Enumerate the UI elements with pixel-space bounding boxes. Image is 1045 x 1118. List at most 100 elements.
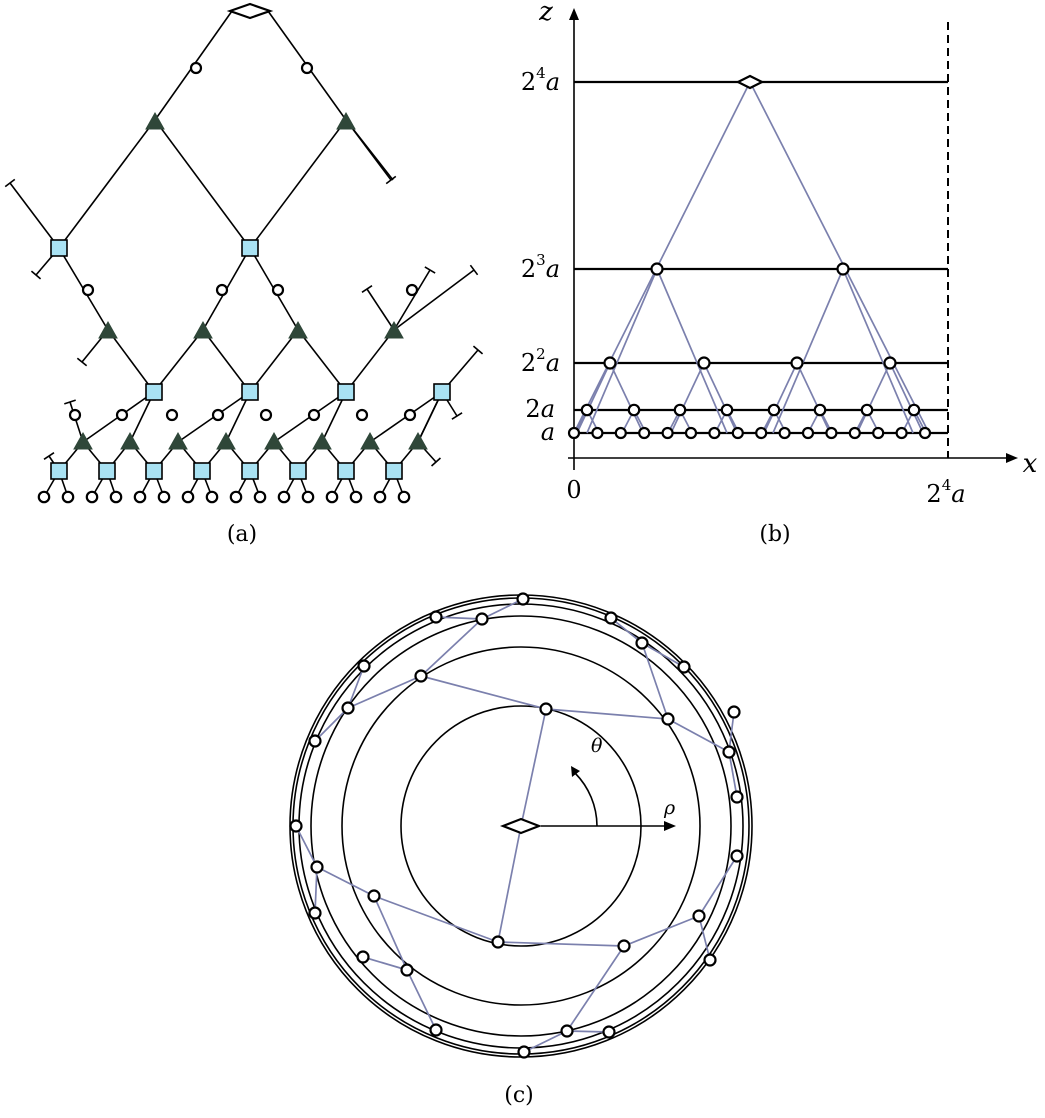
a-open-leg-cap bbox=[361, 285, 373, 293]
a-isometry bbox=[336, 111, 356, 130]
a-open-leg-cap bbox=[4, 178, 16, 188]
b-node-level-1 bbox=[860, 403, 874, 417]
b-node-level-3 bbox=[650, 262, 664, 276]
a-open-leg-cap bbox=[424, 266, 436, 274]
a-open-leg bbox=[366, 288, 395, 331]
level-var: a bbox=[546, 255, 560, 283]
rho-label: ρ bbox=[663, 797, 676, 819]
a-node bbox=[211, 408, 225, 422]
c-geodesic bbox=[347, 675, 422, 709]
b-node-level-2 bbox=[790, 356, 804, 370]
b-node-level-0 bbox=[778, 426, 791, 440]
c-node-ring-4 bbox=[289, 819, 303, 833]
c-node-ring-4 bbox=[517, 1045, 531, 1059]
c-node-ring-2 bbox=[661, 712, 675, 726]
a-node bbox=[115, 408, 129, 422]
level-var: a bbox=[546, 68, 560, 96]
a-node bbox=[165, 408, 179, 422]
c-node-ring-2 bbox=[367, 889, 381, 903]
b-node-level-0 bbox=[895, 426, 908, 440]
c-geodesic bbox=[728, 711, 735, 753]
c-geodesic bbox=[497, 941, 625, 947]
a-disentangler bbox=[289, 462, 307, 480]
geodesic bbox=[856, 362, 891, 434]
b-node-level-1 bbox=[907, 403, 921, 417]
a-isometry bbox=[145, 111, 165, 130]
level-exp: 3 bbox=[536, 251, 546, 269]
geodesic bbox=[703, 362, 738, 434]
a-open-leg-cap bbox=[451, 412, 463, 420]
c-node-ring-4 bbox=[308, 906, 322, 920]
c-geodesic bbox=[545, 708, 669, 720]
a-disentangler bbox=[50, 239, 68, 257]
axis-z-label: z bbox=[538, 0, 553, 27]
b-node-level-0 bbox=[661, 426, 674, 440]
a-disentangler bbox=[337, 383, 355, 401]
c-geodesic bbox=[623, 915, 700, 947]
b-node-level-0 bbox=[614, 426, 627, 440]
c-node-ring-4 bbox=[429, 1023, 443, 1037]
c-geodesic bbox=[420, 675, 547, 710]
c-node-ring-4 bbox=[677, 660, 691, 674]
a-open-leg-cap bbox=[469, 264, 479, 276]
c-geodesic bbox=[566, 945, 625, 1032]
c-geodesic bbox=[314, 866, 318, 914]
a-isometry bbox=[193, 320, 213, 339]
b-node-level-1 bbox=[673, 403, 687, 417]
a-isometry bbox=[384, 320, 404, 339]
a-leaf-node bbox=[253, 490, 267, 504]
b-node-level-0 bbox=[591, 426, 604, 440]
panel-b-caption: (b) bbox=[759, 522, 790, 547]
a-edge bbox=[297, 329, 347, 393]
a-leaf-node bbox=[373, 490, 387, 504]
b-top-tensor bbox=[735, 74, 765, 90]
a-disentangler bbox=[193, 462, 211, 480]
a-node bbox=[405, 283, 419, 297]
c-node-ring-3 bbox=[400, 963, 414, 977]
a-isometry bbox=[120, 431, 140, 450]
a-disentangler bbox=[241, 239, 259, 257]
c-center-tensor bbox=[499, 817, 543, 835]
a-leaf-node bbox=[133, 490, 147, 504]
panel-a-caption: (a) bbox=[227, 522, 257, 547]
b-node-level-3 bbox=[836, 262, 850, 276]
x-end-exp: 4 bbox=[942, 476, 952, 494]
geodesic bbox=[656, 268, 728, 434]
a-leaf-node bbox=[325, 490, 339, 504]
geodesic bbox=[749, 81, 930, 434]
c-geodesic bbox=[698, 855, 738, 917]
a-leaf-node bbox=[349, 490, 363, 504]
level-base: 2 bbox=[521, 349, 536, 377]
x-end-label: 24a bbox=[926, 476, 965, 508]
c-node-ring-4 bbox=[602, 1025, 616, 1039]
c-node-ring-4 bbox=[356, 950, 370, 964]
c-node-ring-3 bbox=[310, 860, 324, 874]
a-open-leg-cap bbox=[30, 270, 42, 280]
a-leaf-node bbox=[205, 490, 219, 504]
x-end-var: a bbox=[951, 480, 965, 508]
b-node-level-1 bbox=[720, 403, 734, 417]
a-edge bbox=[249, 329, 299, 393]
panel-c-polar-view: θ ρ bbox=[289, 592, 753, 1059]
c-ring bbox=[341, 646, 701, 1006]
level-label-a: a bbox=[541, 418, 555, 446]
a-disentangler bbox=[50, 462, 68, 480]
c-geodesic bbox=[406, 969, 437, 1031]
c-node-ring-4 bbox=[730, 849, 744, 863]
level-label-2-2a: 22a bbox=[521, 345, 560, 377]
c-geodesic bbox=[316, 866, 375, 897]
c-node-ring-2 bbox=[414, 669, 428, 683]
level-base: 2 bbox=[521, 255, 536, 283]
a-edge bbox=[154, 119, 251, 249]
c-geodesic bbox=[435, 616, 483, 620]
level-exp: 2 bbox=[536, 345, 546, 363]
c-geodesic bbox=[728, 751, 738, 798]
b-node-level-0 bbox=[918, 426, 932, 440]
rho-arrowhead bbox=[664, 821, 676, 831]
a-open-leg bbox=[345, 119, 392, 181]
c-geodesic bbox=[566, 1030, 610, 1033]
geodesic bbox=[889, 362, 924, 434]
a-edge bbox=[345, 329, 395, 393]
a-open-leg-cap bbox=[43, 452, 55, 460]
c-geodesic bbox=[373, 895, 499, 943]
